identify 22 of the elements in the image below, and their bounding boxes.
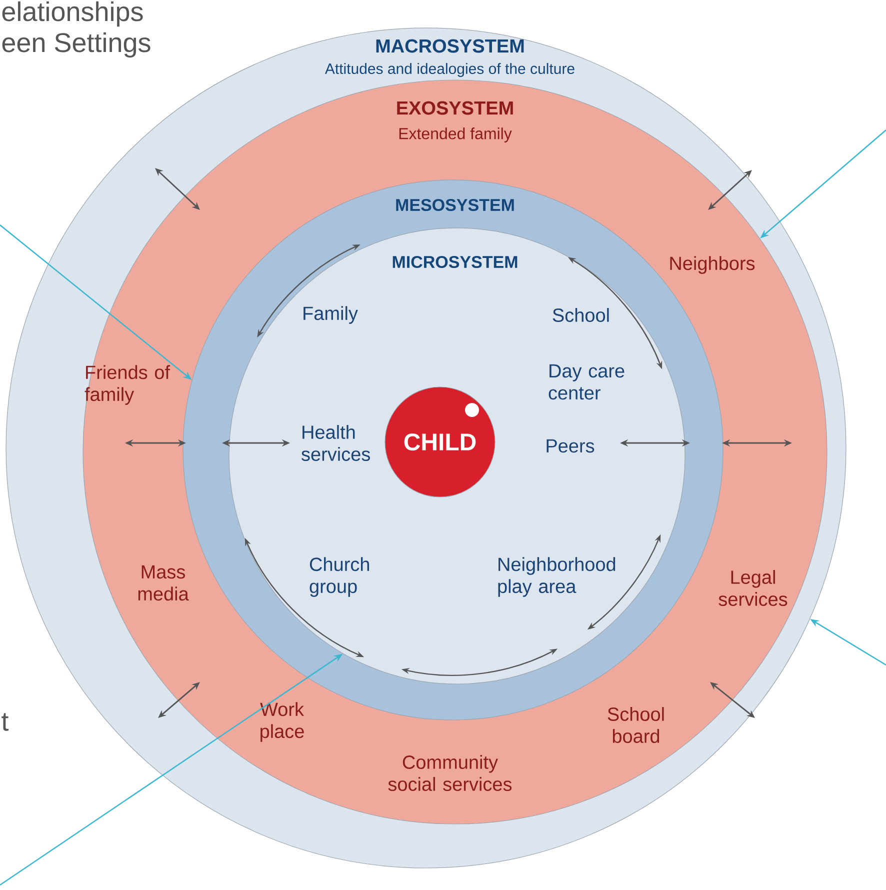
setting-label: School bbox=[552, 308, 609, 322]
setting-label: Work place bbox=[260, 702, 304, 742]
setting-label: Neighbors bbox=[670, 256, 755, 274]
ring-subtitle: Extended family bbox=[399, 128, 512, 142]
ring-title: EXOSYSTEM bbox=[397, 101, 513, 115]
ring-subtitle: Attitudes and idealogies of the culture bbox=[324, 63, 574, 77]
cut-off-heading: elationships bbox=[2, 1, 143, 27]
setting-label: Mass media bbox=[138, 565, 189, 601]
setting-label: Church group bbox=[310, 557, 369, 597]
ring-title: MICROSYSTEM bbox=[392, 256, 518, 268]
setting-label: School board bbox=[608, 707, 664, 743]
setting-label: Family bbox=[304, 306, 358, 324]
setting-label: Legal services bbox=[718, 570, 788, 606]
setting-label: Day care center bbox=[548, 364, 624, 400]
setting-label: Neighborhood play area bbox=[498, 557, 616, 597]
ring-title: MACROSYSTEM bbox=[376, 39, 524, 53]
ball-label: CHILD bbox=[404, 434, 476, 450]
setting-label: Community social services bbox=[388, 755, 512, 791]
cut-off-heading: t bbox=[2, 713, 8, 731]
setting-label: Peers bbox=[546, 439, 594, 453]
cut-off-heading: een Settings bbox=[2, 32, 150, 58]
ring-title: MESOSYSTEM bbox=[396, 198, 514, 212]
